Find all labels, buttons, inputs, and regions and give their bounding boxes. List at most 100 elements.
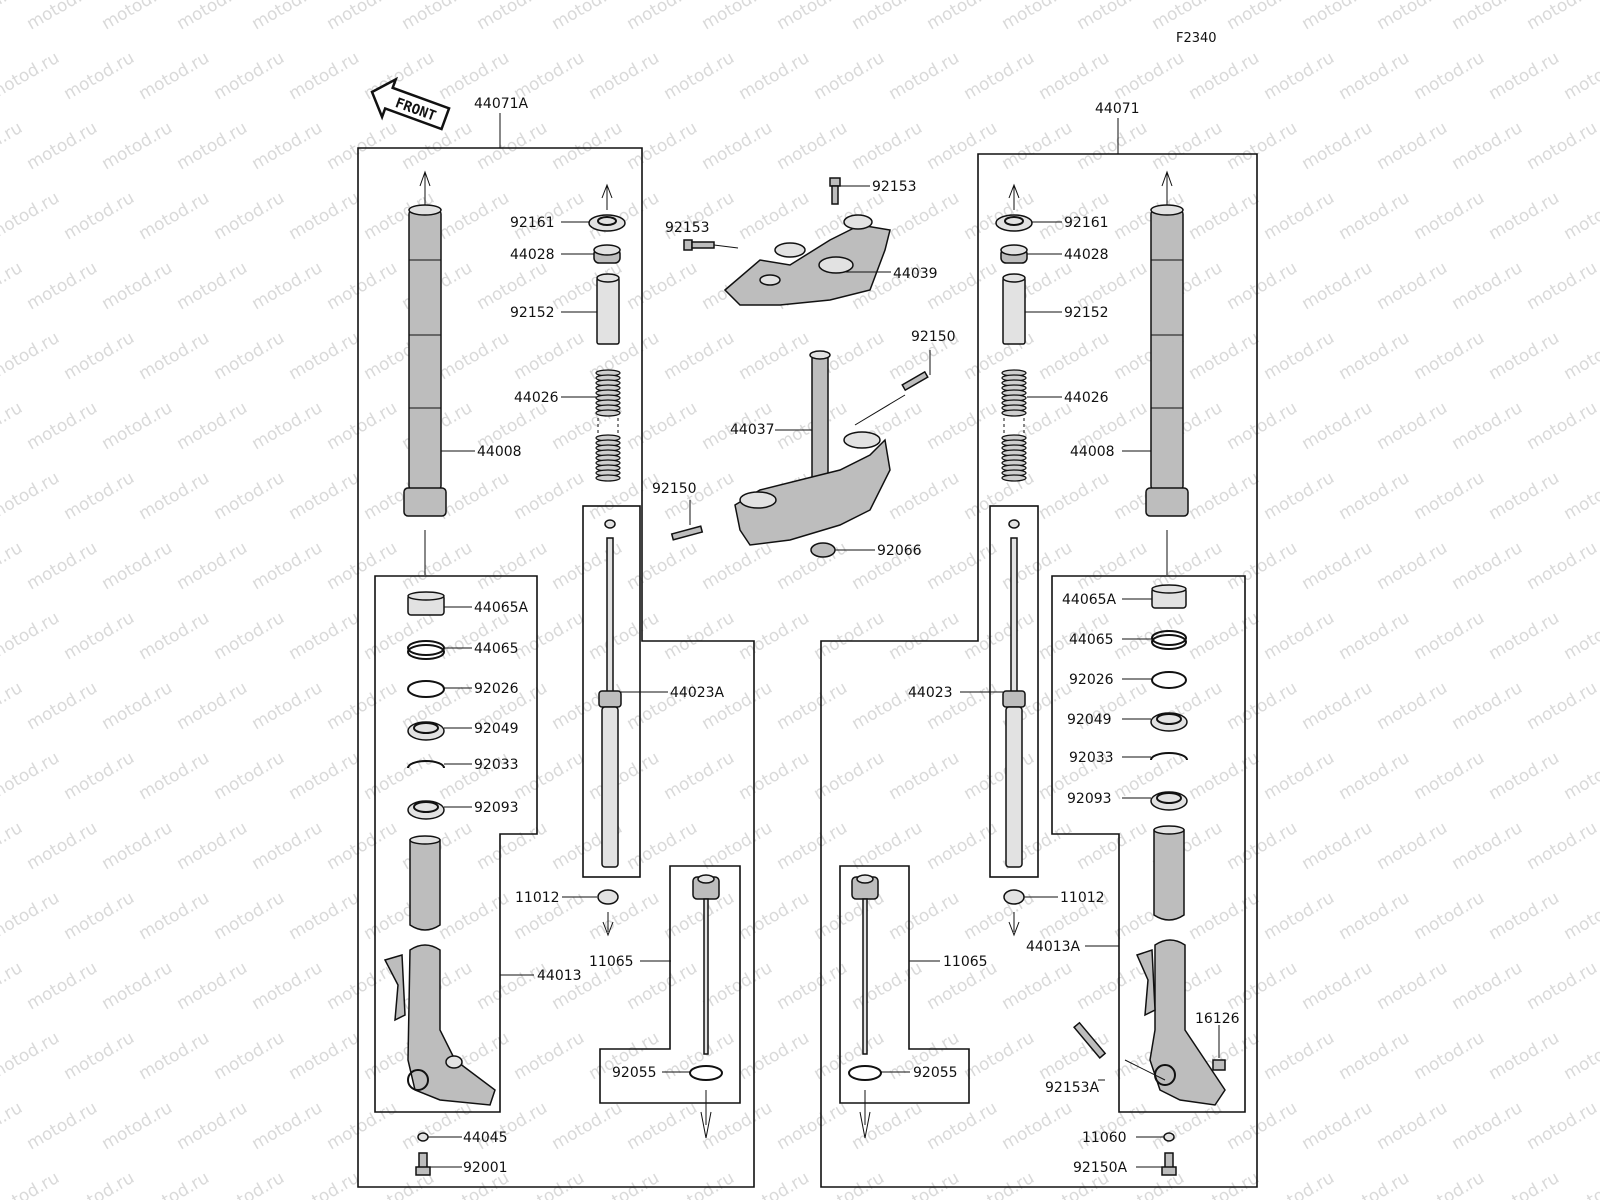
label-11065-left: 11065 <box>589 954 634 970</box>
spacer-92152-right <box>1002 277 1026 345</box>
watermark-text: motod.ru <box>660 1168 738 1200</box>
watermark-text: motod.ru <box>1560 328 1600 384</box>
watermark-text: motod.ru <box>1448 818 1526 874</box>
watermark-text: motod.ru <box>323 678 401 734</box>
watermark-text: motod.ru <box>98 958 176 1014</box>
label-44023A: 44023A <box>670 685 725 701</box>
watermark-text: motod.ru <box>173 258 251 314</box>
right-rod-subframe <box>839 865 970 1104</box>
watermark-text: motod.ru <box>135 1028 213 1084</box>
watermark-text: motod.ru <box>1373 1098 1451 1154</box>
watermark-text: motod.ru <box>285 1168 363 1200</box>
watermark-text: motod.ru <box>323 258 401 314</box>
watermark-text: motod.ru <box>1185 1168 1263 1200</box>
watermark-text: motod.ru <box>0 48 63 104</box>
watermark-text: motod.ru <box>1485 468 1563 524</box>
watermark-text: motod.ru <box>1410 1028 1488 1084</box>
watermark-text: motod.ru <box>0 1168 63 1200</box>
watermark-text: motod.ru <box>1035 468 1113 524</box>
watermark-text: motod.ru <box>735 608 813 664</box>
watermark-text: motod.ru <box>1110 48 1188 104</box>
watermark-text: motod.ru <box>1373 678 1451 734</box>
cap-11012-right <box>1003 889 1025 905</box>
dust-seal-92093-left <box>407 800 445 820</box>
label-92033-left: 92033 <box>474 757 519 773</box>
label-44026-left: 44026 <box>514 390 559 406</box>
watermark-text: motod.ru <box>1335 328 1413 384</box>
watermark-text: motod.ru <box>0 118 26 174</box>
left-fork-assembly: 44071A 44008 44065A 44065 92026 <box>357 96 755 1188</box>
watermark-text: motod.ru <box>285 608 363 664</box>
watermark-text: motod.ru <box>1335 1168 1413 1200</box>
washer-92026-left <box>407 680 445 698</box>
watermark-text: motod.ru <box>735 188 813 244</box>
label-92055-left: 92055 <box>612 1065 657 1081</box>
watermark-text: motod.ru <box>1260 328 1338 384</box>
watermark-text: motod.ru <box>1185 608 1263 664</box>
circlip-92033-left <box>407 760 445 769</box>
label-92153-left: 92153 <box>665 220 710 236</box>
inner-tube-44013 <box>383 835 496 1106</box>
watermark-text: motod.ru <box>960 888 1038 944</box>
watermark-text: motod.ru <box>285 1028 363 1084</box>
watermark-text: motod.ru <box>173 818 251 874</box>
watermark-text: motod.ru <box>848 1098 926 1154</box>
watermark-text: motod.ru <box>435 888 513 944</box>
watermark-text: motod.ru <box>698 1098 776 1154</box>
watermark-text: motod.ru <box>1448 398 1526 454</box>
watermark-text: motod.ru <box>23 118 101 174</box>
watermark-text: motod.ru <box>585 1168 663 1200</box>
watermark-text: motod.ru <box>248 958 326 1014</box>
watermark-text: motod.ru <box>1298 0 1376 34</box>
watermark-text: motod.ru <box>698 538 776 594</box>
watermark-text: motod.ru <box>23 538 101 594</box>
watermark-text: motod.ru <box>135 888 213 944</box>
watermark-text: motod.ru <box>1598 0 1600 34</box>
watermark-text: motod.ru <box>623 398 701 454</box>
watermark-text: motod.ru <box>1223 818 1301 874</box>
watermark-text: motod.ru <box>210 608 288 664</box>
watermark-text: motod.ru <box>585 48 663 104</box>
watermark-text: motod.ru <box>173 398 251 454</box>
watermark-text: motod.ru <box>1448 118 1526 174</box>
watermark-text: motod.ru <box>960 188 1038 244</box>
watermark-text: motod.ru <box>923 1098 1001 1154</box>
watermark-text: motod.ru <box>998 0 1076 34</box>
watermark-text: motod.ru <box>960 1168 1038 1200</box>
washer-92026-right <box>1151 671 1187 689</box>
label-44065A-left: 44065A <box>474 600 529 616</box>
watermark-text: motod.ru <box>998 538 1076 594</box>
watermark-text: motod.ru <box>173 678 251 734</box>
watermark-text: motod.ru <box>60 608 138 664</box>
watermark-text: motod.ru <box>623 1098 701 1154</box>
watermark-text: motod.ru <box>210 748 288 804</box>
washer-11060 <box>1163 1132 1175 1142</box>
watermark-text: motod.ru <box>510 1028 588 1084</box>
bolt-92153-top <box>829 177 841 205</box>
watermark-text: motod.ru <box>1523 0 1600 34</box>
watermark-text: motod.ru <box>735 1168 813 1200</box>
watermark-text: motod.ru <box>210 1168 288 1200</box>
watermark-text: motod.ru <box>1185 328 1263 384</box>
watermark-text: motod.ru <box>885 748 963 804</box>
watermark-text: motod.ru <box>1035 328 1113 384</box>
label-44071A: 44071A <box>474 96 529 112</box>
watermark-text: motod.ru <box>585 888 663 944</box>
watermark-text: motod.ru <box>773 0 851 34</box>
watermark-text: motod.ru <box>660 748 738 804</box>
left-lower-subframe <box>374 575 538 1113</box>
watermark-text: motod.ru <box>1410 888 1488 944</box>
watermark-text: motod.ru <box>1223 398 1301 454</box>
label-44008-left: 44008 <box>477 444 522 460</box>
label-92049-right: 92049 <box>1067 712 1112 728</box>
watermark-text: motod.ru <box>135 188 213 244</box>
label-44065-right: 44065 <box>1069 632 1114 648</box>
bolt-92150-top <box>901 370 929 392</box>
watermark-text: motod.ru <box>1373 818 1451 874</box>
label-92161-left: 92161 <box>510 215 555 231</box>
watermark-text: motod.ru <box>548 538 626 594</box>
watermark-text: motod.ru <box>23 958 101 1014</box>
watermark-text: motod.ru <box>1260 608 1338 664</box>
watermark-text: motod.ru <box>1485 1028 1563 1084</box>
watermark-text: motod.ru <box>1560 608 1600 664</box>
